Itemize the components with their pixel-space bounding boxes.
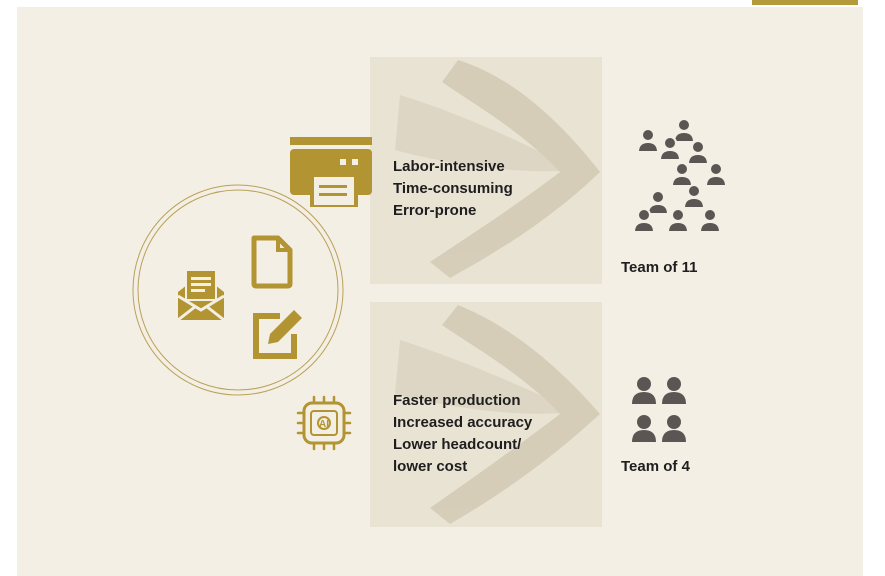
person-icon bbox=[705, 162, 727, 187]
person-icon bbox=[662, 377, 686, 404]
person-icon bbox=[667, 208, 689, 233]
team-size-current: Team of 11 bbox=[621, 259, 698, 276]
arrow-top bbox=[395, 60, 600, 278]
point-time-consuming: Time-consuming bbox=[393, 180, 513, 197]
printer-icon bbox=[290, 137, 372, 207]
arrow-bottom bbox=[395, 305, 600, 524]
point-increased-accuracy: Increased accuracy bbox=[393, 414, 533, 431]
point-faster-production: Faster production bbox=[393, 392, 521, 409]
person-icon bbox=[662, 415, 686, 442]
person-icon bbox=[637, 128, 659, 153]
ai-process-points: Faster production Increased accuracy Low… bbox=[393, 390, 532, 478]
point-labor-intensive: Labor-intensive bbox=[393, 158, 505, 175]
person-icon bbox=[687, 140, 709, 165]
corner-accent-tab bbox=[752, 0, 858, 5]
point-error-prone: Error-prone bbox=[393, 202, 477, 219]
brush-arrows bbox=[395, 60, 600, 524]
document-icon bbox=[251, 235, 293, 289]
person-icon bbox=[671, 162, 693, 187]
point-lower-headcount: Lower headcount/ bbox=[393, 436, 522, 453]
people-group-icon bbox=[633, 118, 727, 233]
ai-chip-icon: AI bbox=[296, 395, 352, 451]
person-icon bbox=[673, 118, 695, 143]
current-process-points: Labor-intensive Time-consuming Error-pro… bbox=[393, 156, 513, 222]
edit-document-icon bbox=[253, 310, 302, 359]
document-circle bbox=[132, 184, 344, 396]
person-icon bbox=[699, 208, 721, 233]
people-group-icon bbox=[632, 377, 686, 442]
svg-text:AI: AI bbox=[319, 419, 329, 430]
envelope-letter-icon bbox=[177, 269, 225, 322]
person-icon bbox=[632, 415, 656, 442]
person-icon bbox=[632, 377, 656, 404]
person-icon bbox=[647, 190, 669, 215]
person-icon bbox=[683, 184, 705, 209]
team-size-ai: Team of 4 bbox=[621, 458, 690, 475]
point-lower-cost: lower cost bbox=[393, 458, 468, 475]
